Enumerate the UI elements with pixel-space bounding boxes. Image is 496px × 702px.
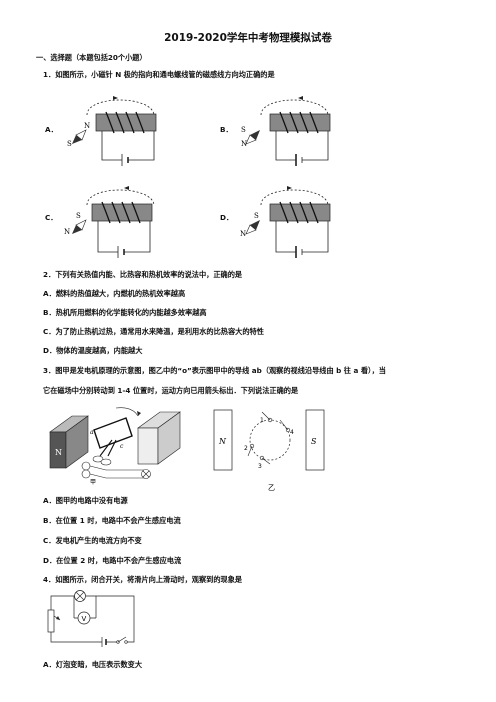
q3-stem-line2: 它在磁场中分别转动到 1-4 位置时，运动方向已用箭头标出．下列说法正确的是 (43, 386, 299, 395)
q3-yi-pos-1: 1 (260, 417, 264, 424)
q4-circuit-figure: V (47, 590, 135, 647)
q1-figure-c: S N (64, 186, 155, 258)
q3-jia-a-label: a (90, 429, 94, 436)
q3-yi-s-label: S (311, 437, 317, 446)
q1b-s-label: S (241, 126, 246, 134)
q3-yi-pos-3: 3 (258, 463, 262, 470)
q1-option-c-label: C． (45, 213, 58, 222)
q1-option-d-label: D． (220, 213, 234, 222)
q3-stem-line1: 3．图甲是发电机原理的示意图，图乙中的“o”表示图甲中的导线 ab（观察的视线沿… (43, 366, 386, 375)
q3-yi-n-label: N (218, 437, 227, 446)
q3-yi-caption: 乙 (268, 484, 275, 492)
q1c-n-label: N (64, 228, 70, 236)
q3-option-b: B．在位置 1 时，电路中不会产生感应电流 (43, 516, 181, 525)
q3-jia-n-label: N (55, 448, 62, 457)
q3-jia-c-label: c (120, 443, 124, 450)
q1-stem: 1．如图所示，小磁针 N 极的指向和通电螺线管的磁感线方向均正确的是 (43, 70, 275, 79)
q2-option-b: B．热机所用燃料的化学能转化的内能越多效率越高 (43, 308, 207, 317)
q3-yi-pos-4: 4 (290, 429, 294, 436)
q2-option-a: A．燃料的热值越大，内燃机的热机效率越高 (43, 289, 186, 298)
q1b-n-label: N (241, 140, 247, 148)
q4-meter-label: V (82, 615, 87, 623)
q3-jia-caption: 甲 (90, 479, 96, 486)
q2-option-c: C．为了防止热机过热，通常用水来降温，是利用水的比热容大的特性 (43, 327, 264, 336)
q1-figure-d: S N (240, 186, 331, 258)
q3-figure-jia: N a c 甲 (49, 407, 181, 486)
page-title: 2019-2020学年中考物理模拟试卷 (164, 32, 332, 44)
q1a-s-label: S (67, 140, 72, 148)
q3-option-c: C．发电机产生的电流方向不变 (43, 536, 142, 545)
q1-figure-a: N S (67, 96, 157, 166)
q4-option-a: A．灯泡变暗，电压表示数变大 (43, 660, 143, 669)
q1-option-a-label: A． (45, 125, 58, 134)
q1-figure-b: S N (241, 96, 331, 166)
section-heading: 一、选择题（本题包括20个小题） (36, 53, 147, 62)
q1a-n-label: N (84, 122, 90, 130)
q3-figure-yi: N S 1 4 2 3 乙 (213, 409, 325, 492)
q2-stem: 2．下列有关热值内能、比热容和热机效率的说法中，正确的是 (43, 270, 243, 279)
q3-yi-pos-2: 2 (244, 445, 248, 452)
q1-option-b-label: B． (220, 125, 233, 134)
q4-stem: 4．如图所示，闭合开关，将滑片向上滑动时，观察到的现象是 (43, 575, 243, 584)
q3-option-a: A．图甲的电路中没有电源 (43, 496, 128, 505)
q3-option-d: D．在位置 2 时，电路中不会产生感应电流 (43, 556, 182, 565)
q2-option-d: D．物体的温度越高，内能越大 (43, 346, 143, 355)
q1d-n-label: N (240, 230, 246, 238)
q1d-s-label: S (254, 212, 259, 220)
q1c-s-label: S (76, 212, 81, 220)
